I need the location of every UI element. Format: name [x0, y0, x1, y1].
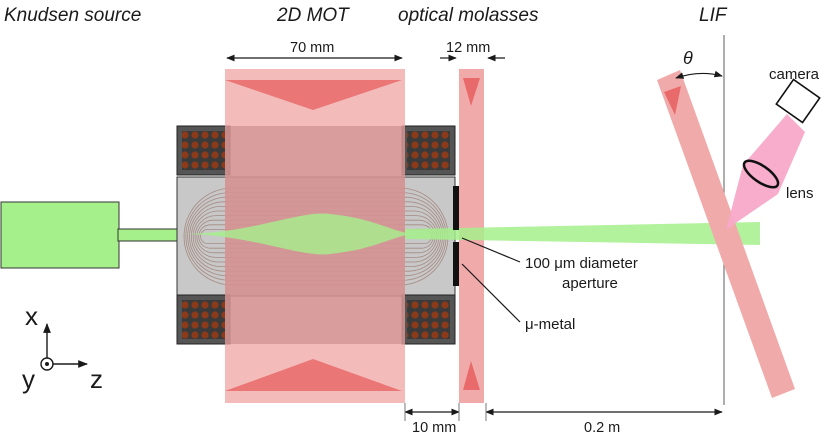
lens-cone-upper [743, 114, 805, 194]
chamber-ring [198, 224, 434, 249]
label-camera: camera [769, 66, 820, 83]
chamber-ring [187, 196, 445, 277]
label-aperture-line1: 100 μm diameter [525, 255, 638, 272]
knudsen-oven [0, 201, 181, 269]
header-knudsen-source: Knudsen source [4, 5, 141, 26]
lif-probe-beam [657, 70, 795, 398]
coil-bottom-right [401, 294, 456, 345]
chamber-ring [189, 201, 443, 272]
coil-top-left [176, 125, 231, 176]
lens-cone-lower [726, 165, 778, 230]
axis-label-y: y [22, 364, 35, 394]
atom-cloud [182, 213, 410, 255]
chamber-ring [196, 219, 436, 254]
mu-metal-leader [461, 263, 521, 323]
coil-top-right [401, 125, 456, 176]
label-10mm: 10 mm [412, 420, 456, 436]
label-aperture-line2: aperture [562, 275, 618, 292]
axis-label-x: x [25, 301, 38, 331]
dimension-arrows [226, 54, 723, 421]
label-mu-metal: μ-metal [525, 316, 575, 333]
lens-icon [742, 159, 780, 189]
axis-label-z: z [90, 364, 103, 394]
chamber-ring [194, 215, 438, 258]
camera-assembly [726, 78, 821, 230]
label-0-2m: 0.2 m [584, 420, 620, 436]
header-lif: LIF [699, 5, 728, 26]
atomic-beam [405, 222, 760, 245]
label-lens: lens [786, 185, 814, 202]
label-12mm: 12 mm [446, 40, 490, 56]
aperture-plates [453, 186, 459, 286]
header-2d-mot: 2D MOT [276, 5, 350, 26]
camera-icon [775, 78, 821, 124]
chamber-ring [191, 206, 441, 267]
label-theta: θ [683, 48, 693, 68]
coordinate-axes [40, 323, 88, 371]
aperture-leader [461, 237, 521, 263]
label-70mm: 70 mm [290, 40, 334, 56]
theta-arc [675, 70, 723, 79]
chamber-ring [192, 210, 440, 263]
coil-bottom-left [176, 294, 231, 345]
header-optical-molasses: optical molasses [398, 5, 539, 26]
